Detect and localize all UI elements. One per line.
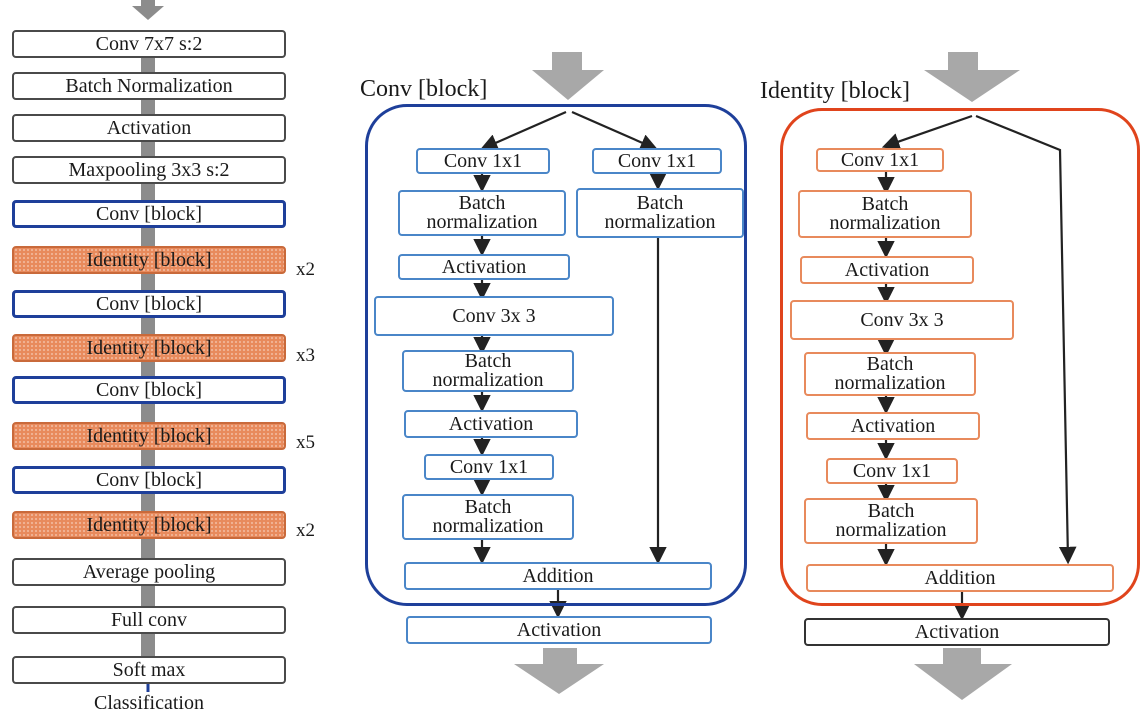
- repeat-count: x2: [296, 520, 315, 541]
- box-line-2: normalization: [432, 369, 544, 391]
- conv-block-panel: [365, 104, 747, 606]
- conv-block-output-activation-box: Activation: [406, 616, 712, 644]
- box-line-1: Batch: [867, 500, 915, 522]
- conv1x1-box: Conv 1x1: [826, 458, 958, 484]
- repeat-count: x5: [296, 432, 315, 453]
- activation-box: Activation: [806, 412, 980, 440]
- identity-block-addition-box: Addition: [806, 564, 1114, 592]
- conv3x3-box: Conv 3x 3: [374, 296, 614, 336]
- box-line-2: normalization: [604, 211, 716, 233]
- conv-block-addition-box: Addition: [404, 562, 712, 590]
- activation-box: Activation: [404, 410, 578, 438]
- box-line-2: normalization: [426, 211, 538, 233]
- activation-box: Activation: [398, 254, 570, 280]
- batch-normalization-box: Batch normalization: [804, 498, 978, 544]
- box-line-2: normalization: [835, 519, 947, 541]
- repeat-count: x2: [296, 259, 315, 280]
- activation-layer: Activation: [12, 114, 286, 142]
- repeat-count: x3: [296, 345, 315, 366]
- identity-block-stage-2: Identity [block]: [12, 334, 286, 362]
- batch-normalization-box: Batch normalization: [398, 190, 566, 236]
- softmax-layer: Soft max: [12, 656, 286, 684]
- box-line-2: normalization: [432, 515, 544, 537]
- conv-block-stage-2: Conv [block]: [12, 290, 286, 318]
- shortcut-conv1x1-box: Conv 1x1: [592, 148, 722, 174]
- batch-normalization-box: Batch normalization: [798, 190, 972, 238]
- batch-normalization-box: Batch normalization: [402, 494, 574, 540]
- conv3x3-box: Conv 3x 3: [790, 300, 1014, 340]
- conv-block-arrows: [473, 110, 667, 619]
- shortcut-batch-normalization-box: Batch normalization: [576, 188, 744, 238]
- conv-block-stage-3: Conv [block]: [12, 376, 286, 404]
- left-flow-arrows: [132, 0, 164, 656]
- box-line-2: normalization: [829, 212, 941, 234]
- box-line-1: Batch: [866, 353, 914, 375]
- batch-normalization-box: Batch normalization: [402, 350, 574, 392]
- box-line-1: Batch: [636, 192, 684, 214]
- batch-normalization-layer: Batch Normalization: [12, 72, 286, 100]
- box-line-1: Batch: [861, 193, 909, 215]
- identity-block-stage-1: Identity [block]: [12, 246, 286, 274]
- activation-box: Activation: [800, 256, 974, 284]
- identity-block-title: Identity [block]: [760, 78, 910, 104]
- big-arrows: [514, 52, 1020, 700]
- maxpooling-layer: Maxpooling 3x3 s:2: [12, 156, 286, 184]
- conv-block-stage-1: Conv [block]: [12, 200, 286, 228]
- conv1x1-box: Conv 1x1: [424, 454, 554, 480]
- box-line-2: normalization: [834, 372, 946, 394]
- average-pooling-layer: Average pooling: [12, 558, 286, 586]
- identity-block-stage-4: Identity [block]: [12, 511, 286, 539]
- box-line-1: Batch: [458, 192, 506, 214]
- full-conv-layer: Full conv: [12, 606, 286, 634]
- conv7x7-layer: Conv 7x7 s:2: [12, 30, 286, 58]
- conv-block-title: Conv [block]: [360, 76, 488, 102]
- identity-block-stage-3: Identity [block]: [12, 422, 286, 450]
- box-line-1: Batch: [464, 496, 512, 518]
- classification-label: Classification: [94, 692, 204, 714]
- conv1x1-box: Conv 1x1: [816, 148, 944, 172]
- conv1x1-box: Conv 1x1: [416, 148, 550, 174]
- identity-block-panel: [780, 108, 1140, 606]
- identity-block-output-activation-box: Activation: [804, 618, 1110, 646]
- conv-block-stage-4: Conv [block]: [12, 466, 286, 494]
- box-line-1: Batch: [464, 350, 512, 372]
- batch-normalization-box: Batch normalization: [804, 352, 976, 396]
